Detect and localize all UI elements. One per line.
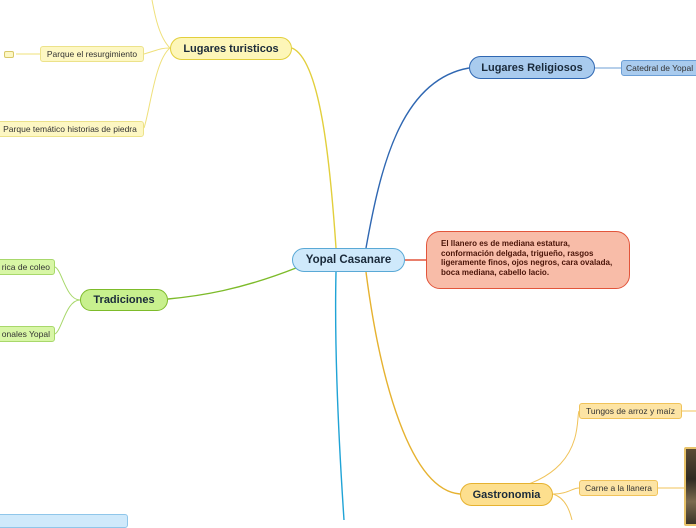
subtopic-label: rica de coleo bbox=[1, 262, 50, 272]
subtopic-parque-resurgimiento[interactable]: Parque el resurgimiento bbox=[40, 46, 144, 62]
subtopic-parque-tematico[interactable]: Parque temático historias de piedra bbox=[0, 121, 144, 137]
subtopic-label: Parque temático historias de piedra bbox=[3, 124, 137, 134]
topic-lugares-turisticos[interactable]: Lugares turisticos bbox=[170, 37, 292, 60]
topic-tradiciones-label: Tradiciones bbox=[93, 294, 155, 306]
topic-lugares-turisticos-label: Lugares turisticos bbox=[183, 42, 279, 55]
topic-tradiciones[interactable]: Tradiciones bbox=[80, 289, 168, 311]
subtopic-cutoff-bottom[interactable] bbox=[0, 514, 128, 528]
subtopic-nacionales-yopal[interactable]: onales Yopal bbox=[0, 326, 55, 342]
subtopic-label: onales Yopal bbox=[1, 329, 50, 339]
topic-gastronomia-label: Gastronomia bbox=[472, 488, 541, 501]
topic-descripcion-llanero[interactable]: El llanero es de mediana estatura, confo… bbox=[426, 231, 630, 289]
photo-thumbnail-icon bbox=[684, 447, 696, 526]
subtopic-coleo[interactable]: rica de coleo bbox=[0, 259, 55, 275]
subtopic-label: Parque el resurgimiento bbox=[46, 49, 138, 59]
topic-gastronomia[interactable]: Gastronomia bbox=[460, 483, 553, 506]
central-topic-label: Yopal Casanare bbox=[305, 254, 392, 266]
central-topic[interactable]: Yopal Casanare bbox=[292, 248, 405, 272]
subtopic-tungos[interactable]: Tungos de arroz y maíz bbox=[579, 403, 682, 419]
descripcion-text: El llanero es de mediana estatura, confo… bbox=[441, 239, 613, 277]
subtopic-label: Carne a la llanera bbox=[584, 483, 653, 493]
subtopic-carne-llanera[interactable]: Carne a la llanera bbox=[579, 480, 658, 496]
collapsed-node-marker[interactable] bbox=[4, 51, 14, 58]
topic-lugares-religiosos-label: Lugares Religiosos bbox=[481, 61, 583, 74]
subtopic-label: Catedral de Yopal bbox=[626, 63, 694, 73]
subtopic-catedral[interactable]: Catedral de Yopal bbox=[621, 60, 696, 76]
topic-lugares-religiosos[interactable]: Lugares Religiosos bbox=[469, 56, 595, 79]
subtopic-label: Tungos de arroz y maíz bbox=[586, 406, 675, 416]
